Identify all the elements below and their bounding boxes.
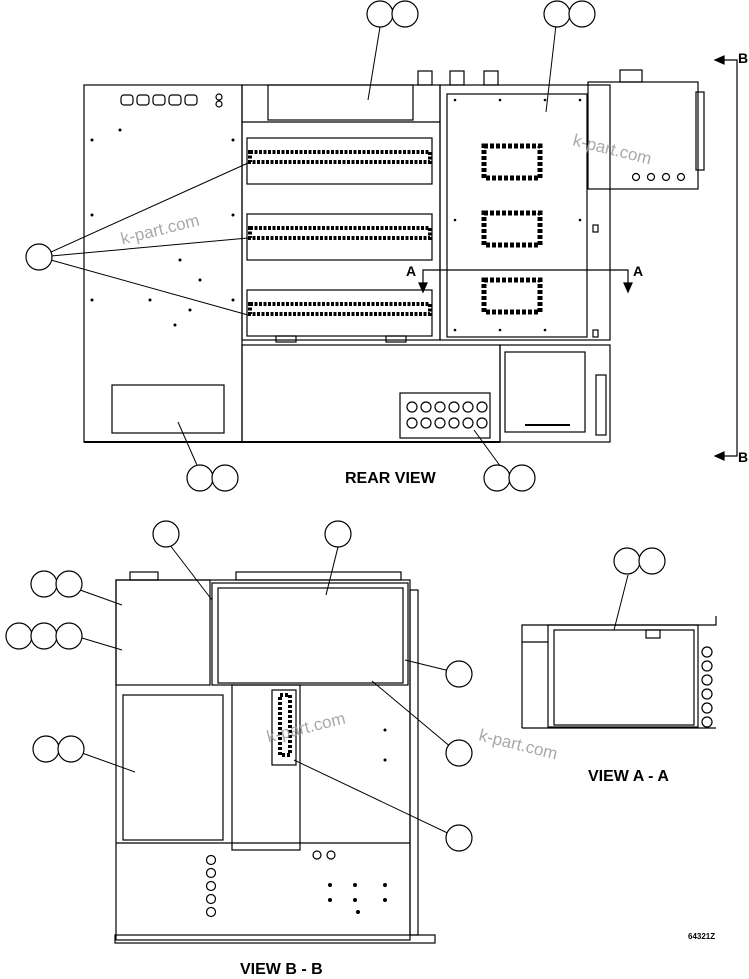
- section-marker-a-left: A: [406, 263, 417, 279]
- round-connectors-a-a: [701, 646, 713, 728]
- terminal-strip-1: [246, 137, 433, 185]
- terminal-block-vertical: [271, 689, 297, 766]
- section-marker-b-bottom: B: [738, 449, 749, 465]
- callout-balloons-rear: [25, 0, 596, 492]
- view-a-a: [521, 547, 717, 729]
- connector-row-top-left: [120, 93, 223, 108]
- indicator-grid-1: [481, 143, 543, 181]
- callout-balloons-b-b: [5, 520, 473, 852]
- leader-lines-rear: [39, 24, 557, 475]
- view-a-a-title: VIEW A - A: [588, 768, 669, 785]
- view-b-b: [5, 520, 473, 944]
- callout-balloons-a-a: [613, 547, 666, 575]
- terminal-strip-3: [246, 289, 433, 343]
- section-marker-a-right: A: [633, 263, 644, 279]
- round-connectors-column: [205, 854, 217, 918]
- section-marker-b-top: B: [738, 50, 749, 66]
- view-b-b-title: VIEW B - B: [240, 961, 323, 978]
- junction-box-right: [587, 69, 705, 190]
- section-a-arrows: [418, 269, 633, 294]
- leader-lines-b-b: [79, 539, 459, 839]
- indicator-grid-2: [481, 210, 543, 248]
- section-b-arrows: [713, 55, 738, 461]
- indicator-grid-3: [481, 277, 543, 315]
- terminal-strip-2: [246, 213, 433, 261]
- rear-view: [25, 0, 738, 492]
- top-connectors-middle: [417, 70, 499, 86]
- part-number: 64321Z: [688, 932, 716, 941]
- access-panel-bottom-left: [111, 384, 225, 434]
- rear-view-title: REAR VIEW: [345, 470, 436, 487]
- breaker-box: [504, 351, 586, 433]
- cable-gland-plate: [399, 392, 491, 439]
